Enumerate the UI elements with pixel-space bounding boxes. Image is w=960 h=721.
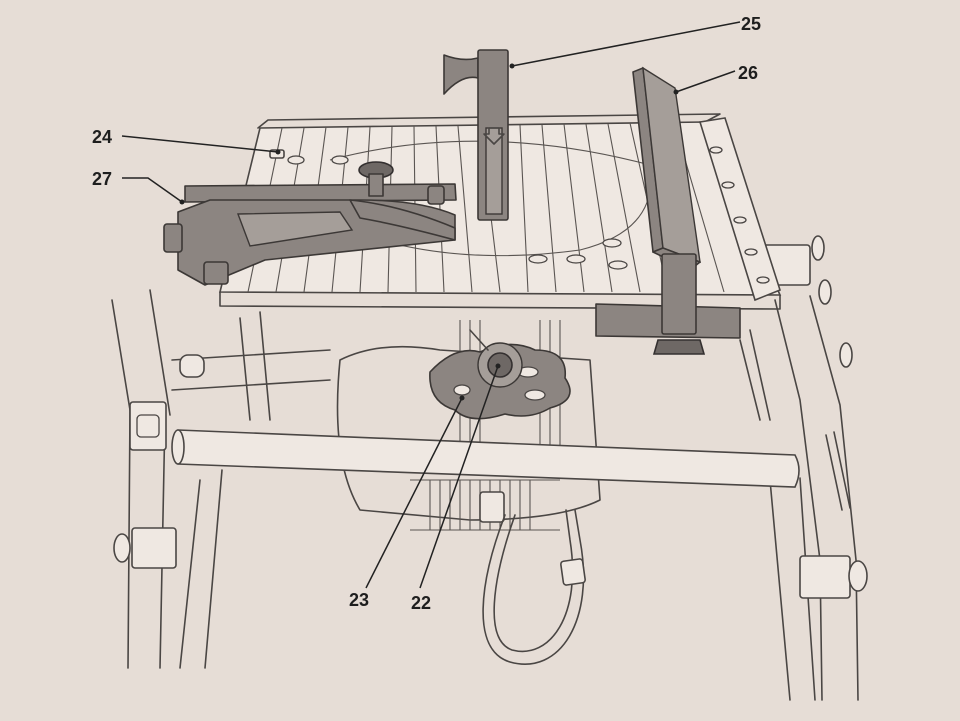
leg-front-right [774, 295, 859, 701]
rail-hole-5 [756, 276, 770, 284]
leader-22-dot [495, 363, 501, 369]
mitre-clamp [427, 185, 445, 205]
callout-24: 24 [92, 127, 112, 147]
callout-26: 26 [738, 63, 758, 83]
clamp-bolt-left [136, 414, 160, 438]
motor-switch [479, 491, 505, 523]
leg-clamp-left-lower [131, 527, 177, 569]
rip-fence-post [661, 253, 697, 335]
mitre-fence-bar [184, 183, 457, 203]
mitre-guide-recess [236, 211, 354, 247]
mitre-end-cap [163, 223, 183, 253]
right-extension-pin-bottom [818, 279, 832, 305]
table-hole-4 [566, 254, 586, 264]
table-hole-3 [528, 254, 548, 264]
rail-hole-4 [744, 248, 758, 256]
right-side-frame [739, 329, 771, 421]
leader-lines [121, 21, 741, 589]
leader-25-dot [509, 63, 515, 69]
mitre-lock-stem [368, 173, 384, 197]
table-hole-1 [287, 155, 305, 165]
cable-strain-relief [560, 558, 586, 586]
underside-cap [179, 354, 205, 378]
leader-26 [675, 70, 736, 93]
power-cable [482, 509, 585, 665]
stand-legs [111, 289, 868, 701]
rail-hole-1 [709, 146, 723, 154]
mitre-guide [163, 161, 457, 286]
blade-guard-window [485, 127, 503, 215]
blade-arc-outline [329, 140, 652, 257]
callout-27: 27 [92, 169, 112, 189]
leader-27-dot [179, 199, 185, 205]
table-front-edge [219, 291, 781, 310]
callout-25: 25 [741, 14, 761, 34]
leg-slot-right [825, 431, 851, 511]
table-hole-2 [331, 155, 349, 165]
callout-23: 23 [349, 590, 369, 610]
leader-26-dot [673, 89, 679, 95]
mitre-foot [203, 261, 229, 285]
right-extension-pin-top [811, 235, 825, 261]
extension-rail-body [698, 117, 781, 302]
leg-knob-right [848, 560, 868, 592]
rail-hole-3 [733, 216, 747, 224]
motor-vent-frame [410, 479, 560, 531]
table-hole-6 [608, 260, 628, 270]
leader-24 [121, 135, 279, 153]
right-extension-pin-low [839, 342, 853, 368]
table-hole-5 [602, 238, 622, 248]
leg-rear-left [179, 469, 223, 669]
rip-fence-lock-knob [652, 339, 706, 355]
handwheel-hole-2 [524, 389, 546, 401]
callout-numbers: 25 26 24 27 23 22 [92, 14, 761, 613]
leg-front-left-upper [111, 289, 171, 416]
rail-hole-2 [721, 181, 735, 189]
blade-guard-arrow-icon [483, 127, 505, 145]
leg-clamp-right-lower [799, 555, 851, 599]
leader-23 [365, 397, 463, 589]
leader-22 [419, 365, 499, 589]
power-cable-inner [493, 509, 574, 653]
leg-knob-left [113, 533, 131, 563]
mitre-angle-scale [349, 199, 456, 241]
callout-22: 22 [411, 593, 431, 613]
cross-bar-end-left [171, 429, 185, 465]
rip-fence [595, 66, 741, 355]
leader-25 [511, 21, 741, 67]
blade-guard [443, 49, 509, 221]
leader-24-dot [275, 149, 281, 155]
underside-frame [239, 311, 271, 421]
leader-23-dot [459, 395, 465, 401]
handwheel-shaft [469, 329, 489, 351]
leader-27 [122, 177, 183, 203]
handwheel-hole-1 [453, 384, 471, 396]
right-extension-rail [698, 117, 781, 302]
